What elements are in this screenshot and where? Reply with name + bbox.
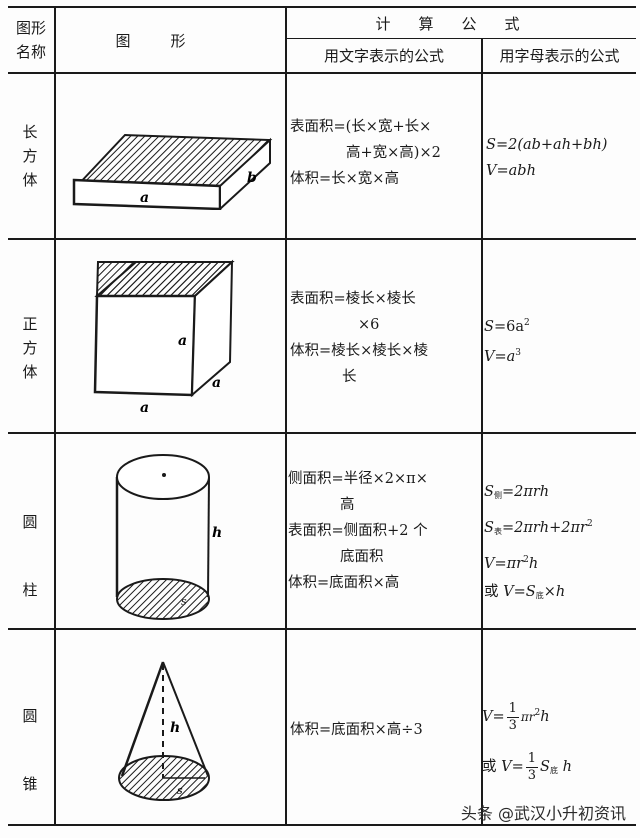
name-char: 体	[22, 171, 38, 189]
formula-line: 高+宽×高)×2	[346, 145, 441, 161]
row-cone-name: 圆 锥	[0, 682, 60, 818]
formula-line: ×6	[358, 317, 380, 333]
col-divider-2	[285, 6, 287, 826]
formula-line: V=a3	[484, 348, 522, 365]
header-figure-label: 图形	[115, 31, 226, 50]
name-char: 圆	[22, 513, 38, 531]
formula-line: 高	[340, 497, 355, 513]
cylinder-letter-formula: S侧=2πrh S表=2πrh+2πr2 V=πr2h 或 V=S底×h	[484, 478, 593, 610]
header-formula-group: 计算公式	[287, 8, 636, 38]
header-figure: 图形	[56, 8, 285, 72]
cone-figure: h s	[118, 661, 210, 801]
cylinder-text-formula: 侧面积=半径×2×π× 高 表面积=侧面积+2 个 底面积 体积=底面积×高	[288, 466, 428, 596]
name-char: 体	[22, 363, 38, 381]
header-shape-name: 图形 名称	[8, 8, 54, 72]
cube-text-formula: 表面积=棱长×棱长 ×6 体积=棱长×棱长×棱 长	[290, 286, 428, 390]
header-divider	[287, 38, 636, 39]
name-char: 长	[22, 123, 38, 141]
name-char: 方	[22, 339, 38, 357]
cylinder-figure: h s	[115, 454, 222, 620]
table-top-border	[8, 6, 636, 8]
row-cuboid-name: 长 方 体	[0, 120, 60, 192]
header-shape-name-line2: 名称	[15, 43, 46, 61]
cube-label-right: a	[178, 333, 187, 349]
header-text-formula: 用文字表示的公式	[287, 39, 481, 72]
cone-label-s: s	[177, 784, 183, 797]
cuboid-text-formula: 表面积=(长×宽+长× 高+宽×高)×2 体积=长×宽×高	[290, 114, 441, 192]
header-letter-formula-label: 用字母表示的公式	[499, 47, 620, 65]
cylinder-label-s: s	[181, 595, 187, 608]
cuboid-figure: a b	[72, 133, 273, 210]
cube-figure: a a a	[93, 259, 235, 416]
header-formula-group-label: 计算公式	[375, 14, 548, 33]
name-char: 锥	[22, 775, 38, 793]
formula-line: 侧面积=半径×2×π×	[288, 471, 428, 487]
name-char: 正	[22, 315, 38, 333]
cuboid-label-b: b	[247, 170, 257, 186]
formula-line: 体积=底面积×高	[288, 575, 400, 591]
formula-line: S表=2πrh+2πr2	[484, 519, 593, 536]
col-divider-3	[481, 38, 483, 826]
formula-line: 长	[342, 369, 357, 385]
name-char: 圆	[22, 707, 38, 725]
cube-label-depth: a	[212, 375, 221, 391]
header-text-formula-label: 用文字表示的公式	[323, 47, 444, 65]
name-char: 方	[22, 147, 38, 165]
formula-line: V=πr2h	[484, 555, 539, 572]
row-cylinder-name: 圆 柱	[0, 488, 60, 624]
header-bottom-border	[8, 72, 636, 74]
formula-line: 或 V=S底×h	[484, 584, 566, 600]
formula-line: S侧=2πrh	[484, 484, 550, 500]
row-cube-name: 正 方 体	[0, 312, 60, 384]
formula-line: 表面积=(长×宽+长×	[290, 119, 432, 135]
formula-line: 体积=棱长×棱长×棱	[290, 343, 428, 359]
cuboid-label-a: a	[140, 190, 149, 206]
row-divider-1	[8, 238, 636, 240]
formula-line: 体积=底面积×高÷3	[290, 722, 423, 738]
row-divider-3	[8, 628, 636, 630]
cube-label-bottom: a	[140, 400, 149, 416]
name-char: 柱	[22, 581, 38, 599]
header-letter-formula: 用字母表示的公式	[483, 39, 636, 72]
table-bottom-border	[8, 824, 636, 826]
formula-line: 体积=长×宽×高	[290, 171, 399, 187]
formula-line: 表面积=侧面积+2 个	[288, 523, 428, 539]
header-shape-name-line1: 图形	[15, 19, 46, 37]
cone-label-h: h	[170, 720, 180, 736]
row-divider-2	[8, 432, 636, 434]
formula-line: 表面积=棱长×棱长	[290, 291, 416, 307]
cube-letter-formula: S=6a2 V=a3	[484, 310, 530, 370]
formula-line: S=2(ab+ah+bh)	[486, 137, 608, 153]
formula-line: S=6a2	[484, 318, 530, 335]
cylinder-label-h: h	[212, 525, 222, 541]
cone-text-formula: 体积=底面积×高÷3	[290, 717, 423, 743]
col-divider-1	[54, 6, 56, 826]
formula-line: V=abh	[486, 163, 536, 179]
cuboid-letter-formula: S=2(ab+ah+bh) V=abh	[486, 132, 607, 184]
formula-line: 底面积	[340, 549, 384, 565]
watermark: 头条 @武汉小升初资讯	[460, 804, 626, 823]
